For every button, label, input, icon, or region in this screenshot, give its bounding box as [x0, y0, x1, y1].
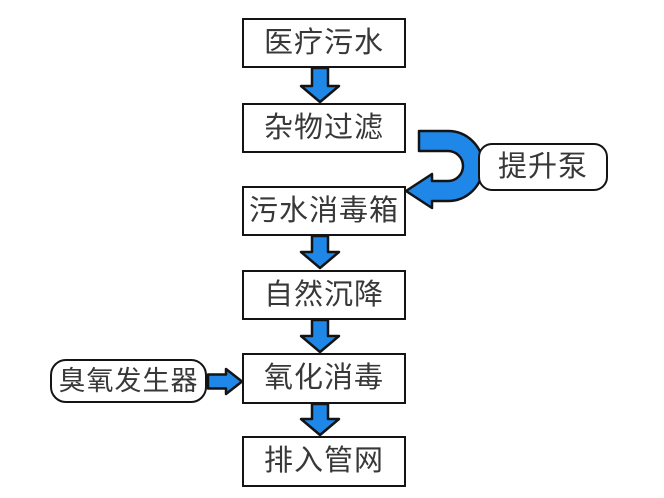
- node-ozone-generator: 臭氧发生器: [50, 359, 207, 403]
- node-oxidation-disinfection: 氧化消毒: [242, 353, 406, 404]
- node-discharge-to-pipe-network: 排入管网: [242, 436, 406, 487]
- node-debris-filtration: 杂物过滤: [242, 103, 406, 153]
- arrow-down-3-icon: [299, 318, 341, 354]
- node-oxidation-disinfection-label: 氧化消毒: [263, 362, 384, 394]
- node-ozone-generator-label: 臭氧发生器: [58, 365, 199, 396]
- node-medical-sewage: 医疗污水: [242, 18, 406, 68]
- node-lift-pump: 提升泵: [478, 143, 608, 191]
- arrow-down-2-icon: [299, 234, 341, 270]
- u-turn-arrow-icon: [404, 129, 485, 210]
- node-sewage-disinfection-tank: 污水消毒箱: [242, 186, 406, 236]
- node-medical-sewage-label: 医疗污水: [263, 26, 384, 59]
- arrow-down-4-icon: [299, 402, 341, 437]
- node-debris-filtration-label: 杂物过滤: [263, 111, 384, 144]
- node-sewage-disinfection-tank-label: 污水消毒箱: [248, 194, 399, 227]
- node-natural-sedimentation-label: 自然沉降: [263, 278, 384, 311]
- arrow-down-1-icon: [299, 66, 341, 104]
- arrow-right-icon: [206, 367, 244, 396]
- node-natural-sedimentation: 自然沉降: [242, 270, 406, 320]
- node-discharge-to-pipe-network-label: 排入管网: [263, 445, 384, 477]
- node-lift-pump-label: 提升泵: [497, 150, 588, 183]
